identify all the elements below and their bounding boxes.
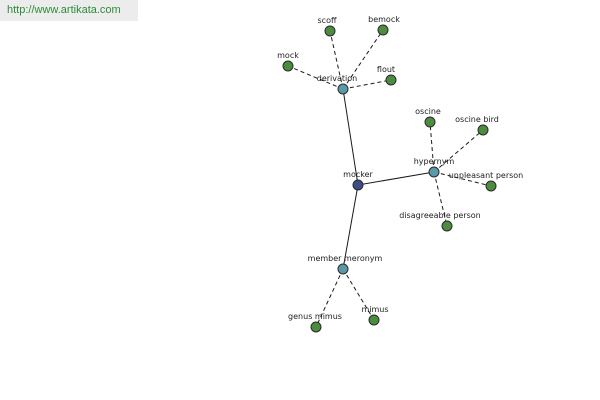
label-mocker[interactable]: mocker bbox=[343, 170, 373, 179]
edge-mocker-member-meronym bbox=[342, 184, 359, 270]
edge-member-meronym-mimus bbox=[342, 268, 375, 321]
label-layer: scoff bemock mock flout derivation oscine osci… bbox=[277, 15, 523, 321]
node-unpleasant-person[interactable] bbox=[485, 180, 497, 192]
edge-hypernym-oscine-bird bbox=[433, 129, 484, 173]
label-unpleasant-person[interactable]: unpleasant person bbox=[449, 171, 524, 180]
edge-hypernym-unpleasant-person bbox=[433, 171, 492, 187]
node-oscine[interactable] bbox=[424, 116, 436, 128]
label-oscine[interactable]: oscine bbox=[415, 107, 441, 116]
node-disagreeable-person[interactable] bbox=[441, 220, 453, 232]
node-mocker[interactable] bbox=[352, 179, 364, 191]
node-genus-mimus[interactable] bbox=[310, 321, 322, 333]
node-mock[interactable] bbox=[282, 60, 294, 72]
node-scoff[interactable] bbox=[324, 25, 336, 37]
edge-mocker-hypernym bbox=[357, 171, 435, 186]
label-oscine-bird[interactable]: oscine bird bbox=[455, 115, 499, 124]
node-oscine-bird[interactable] bbox=[477, 124, 489, 136]
edge-member-meronym-genus-mimus bbox=[315, 268, 344, 328]
edge-mocker-derivation bbox=[342, 88, 359, 186]
node-mimus[interactable] bbox=[368, 314, 380, 326]
node-member-meronym[interactable] bbox=[337, 263, 349, 275]
label-mock[interactable]: mock bbox=[277, 51, 299, 60]
site-url-link[interactable]: http://www.artikata.com bbox=[0, 0, 138, 21]
node-derivation[interactable] bbox=[337, 83, 349, 95]
label-hypernym[interactable]: hypernym bbox=[414, 157, 455, 166]
label-derivation[interactable]: derivation bbox=[317, 74, 357, 83]
edge-layer bbox=[287, 29, 492, 328]
edge-derivation-flout bbox=[342, 79, 392, 90]
edge-derivation-scoff bbox=[329, 30, 344, 90]
label-genus-mimus[interactable]: genus mimus bbox=[288, 312, 342, 321]
label-flout[interactable]: flout bbox=[377, 65, 395, 74]
node-flout[interactable] bbox=[385, 74, 397, 86]
label-disagreeable-person[interactable]: disagreeable person bbox=[399, 211, 481, 220]
node-layer bbox=[282, 24, 497, 333]
label-scoff[interactable]: scoff bbox=[318, 16, 337, 25]
label-bemock[interactable]: bemock bbox=[368, 15, 400, 24]
edge-derivation-bemock bbox=[342, 29, 384, 90]
edge-hypernym-oscine bbox=[429, 121, 435, 173]
edge-hypernym-disagreeable-person bbox=[433, 171, 448, 227]
label-member-meronym[interactable]: member meronym bbox=[308, 254, 383, 263]
label-mimus[interactable]: mimus bbox=[361, 305, 388, 314]
node-bemock[interactable] bbox=[377, 24, 389, 36]
node-hypernym[interactable] bbox=[428, 166, 440, 178]
edge-derivation-mock bbox=[287, 65, 344, 90]
